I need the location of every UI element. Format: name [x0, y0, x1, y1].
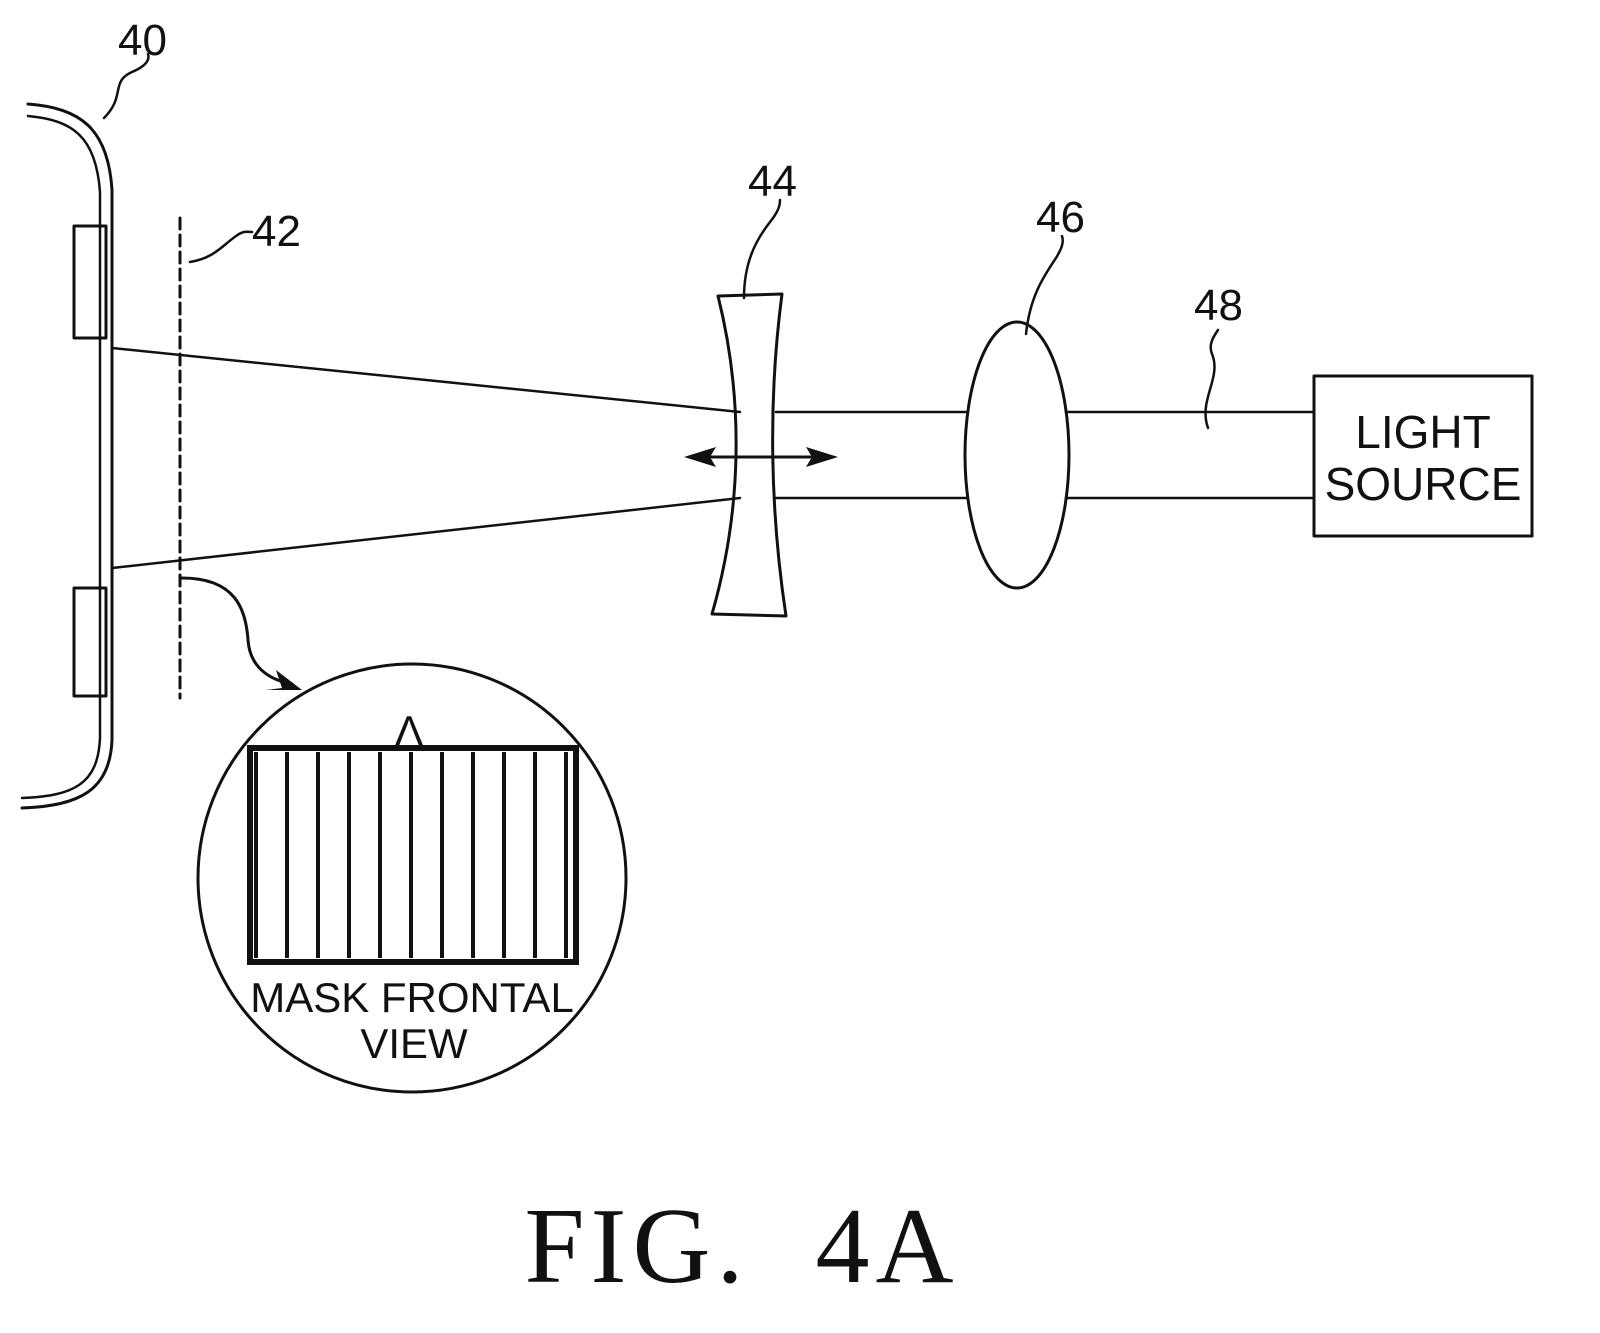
leader-48 [1206, 330, 1218, 428]
light-source-line2: SOURCE [1325, 458, 1522, 510]
convex-lens-46 [965, 322, 1069, 588]
beam-ray-upper [112, 348, 740, 412]
leader-42 [190, 232, 252, 262]
callout-arrowhead [266, 670, 302, 690]
callout-arrow [182, 578, 292, 684]
label-42: 42 [252, 207, 301, 256]
leader-44 [744, 200, 780, 298]
label-40: 40 [118, 16, 167, 65]
mask-grating-bars [256, 752, 566, 958]
movement-arrow [684, 447, 838, 467]
screen-40 [22, 104, 112, 808]
mask-frontal-view-inset: Λ MASK FRONTAL VIEW [198, 664, 626, 1092]
light-source-box: LIGHT SOURCE [1314, 376, 1532, 536]
label-44: 44 [748, 157, 797, 206]
beam-ray-lower [112, 498, 740, 568]
leader-46 [1026, 236, 1063, 334]
light-source-line1: LIGHT [1355, 406, 1490, 458]
figure-caption: FIG. 4A [524, 1187, 959, 1306]
concave-lens-44 [712, 294, 786, 616]
label-46: 46 [1036, 193, 1085, 242]
inset-caption-line2: VIEW [360, 1020, 468, 1067]
label-48: 48 [1194, 281, 1243, 330]
inset-caption-line1: MASK FRONTAL [250, 974, 574, 1021]
